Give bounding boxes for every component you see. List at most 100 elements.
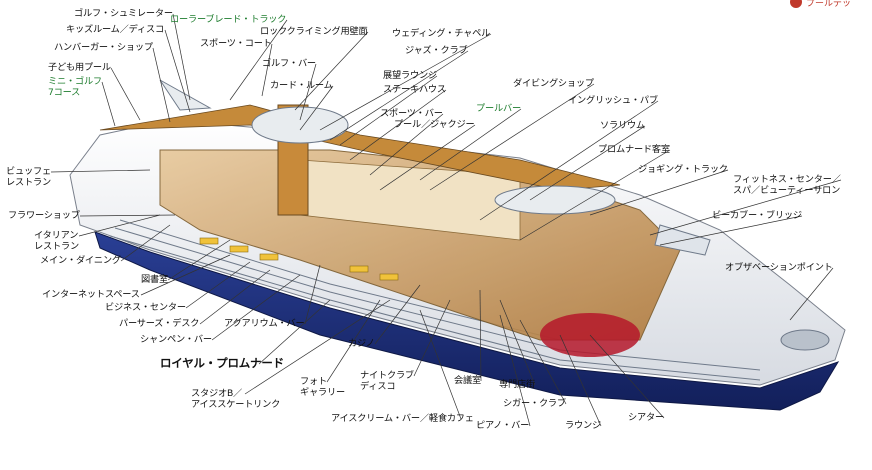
label-pursers-desk: パーサーズ・デスク (119, 318, 200, 329)
leader-jazz-club (329, 50, 469, 141)
leader-bee-cabin-bridge (659, 215, 803, 246)
label-lounge: ラウンジ (565, 420, 601, 431)
leader-nightclub (413, 299, 451, 377)
label-aquarium-bar: アクアリウム・バー (224, 318, 305, 329)
leader-sports-bar (369, 113, 444, 176)
leader-buffet (50, 169, 151, 173)
bridge (654, 224, 711, 256)
label-photo-gallery: フォト ギャラリー (300, 376, 345, 398)
label-champagne-bar: シャンペン・バー (140, 334, 212, 345)
label-english-pub: イングリッシュ・パブ (568, 95, 658, 106)
leader-sports-court (261, 43, 273, 97)
label-observation-point: オブザベーションポイント (725, 262, 833, 273)
leader-pool-jacuzzi (379, 124, 476, 191)
label-jazz-club: ジャズ・クラブ (405, 45, 468, 56)
label-jogging-track: ジョギング・トラック (638, 164, 728, 175)
leader-roller-blade (229, 19, 288, 101)
label-wedding-chapel: ウェディング・チャペル (392, 28, 491, 39)
leader-english-pub (479, 100, 659, 221)
leader-promenade-cabin (519, 149, 671, 241)
leader-kids-pool (110, 67, 141, 121)
leader-main-dining (120, 224, 171, 262)
label-specialty-shops: 専門店街 (499, 379, 535, 390)
label-sports-bar: スポーツ・バー (380, 108, 443, 119)
label-observation-lounge: 展望ラウンジ (383, 70, 437, 81)
leader-business-center (185, 261, 251, 309)
bow-helipad (780, 329, 830, 351)
label-royal-promenade: ロイヤル・プロムナード (160, 356, 284, 370)
label-theater: シアター (628, 412, 664, 423)
leader-flower-shop (79, 214, 176, 217)
leader-fitness-center (649, 179, 842, 236)
label-studio-b: スタジオB／ アイススケートリンク (191, 388, 281, 410)
leader-photo-gallery (326, 299, 381, 383)
leader-lounge (559, 334, 602, 427)
leader-solarium (529, 125, 646, 201)
label-steak-house: ステーキハウス (383, 84, 446, 95)
label-casino: カジノ (348, 338, 375, 349)
leader-casino (374, 284, 421, 345)
label-italian: イタリアン レストラン (34, 230, 79, 252)
leader-theater (589, 334, 665, 419)
leader-observation-lounge (339, 75, 438, 146)
label-kids-room: キッズルーム／ディスコ (66, 24, 164, 35)
label-bee-cabin-bridge: ビーカブー・ブリッジ (712, 210, 802, 221)
label-kids-pool: 子ども用プール (48, 62, 111, 73)
leader-conference-room (479, 289, 482, 382)
label-fitness-center: フィットネス・センター／ スパ／ビューティーサロン (733, 174, 841, 196)
leader-pursers-desk (199, 269, 271, 325)
leader-golf-bar (299, 63, 317, 121)
leader-burger-shop (152, 47, 171, 123)
leader-rock-climbing (294, 31, 369, 111)
leader-italian (78, 214, 161, 237)
label-cigar-club: シガー・クラブ (503, 398, 566, 409)
label-internet-space: インターネットスペース (42, 289, 140, 300)
label-roller-blade: ローラーブレード・トラック (170, 14, 287, 25)
leader-jogging-track (589, 169, 729, 216)
label-library: 図書室 (141, 274, 168, 285)
leader-card-room (299, 85, 334, 131)
leader-cigar-club (519, 319, 567, 405)
leader-golf-simulator (172, 13, 191, 101)
label-business-center: ビジネス・センター (105, 302, 186, 313)
corner-heading: プールデッ (806, 0, 852, 9)
label-piano-bar: ピアノ・バー (476, 420, 530, 431)
label-nightclub: ナイトクラブ ディスコ (360, 370, 414, 392)
observation-dome (251, 106, 349, 144)
solarium-dome (494, 185, 616, 215)
label-golf-simulator: ゴルフ・シュミレーター (74, 8, 173, 19)
leader-royal-promenade (258, 299, 331, 365)
label-mini-golf: ミニ・ゴルフ 7コース (48, 76, 102, 98)
label-solarium: ソラリウム (600, 120, 645, 131)
leader-steak-house (349, 89, 447, 161)
leader-library (167, 239, 231, 281)
label-ice-cream-bar: アイスクリーム・バー／軽食カフェ (331, 413, 474, 424)
label-buffet: ビュッフェ レストラン (6, 166, 51, 188)
label-burger-shop: ハンバーガー・ショップ (54, 42, 153, 53)
label-diving-shop: ダイビングショップ (513, 78, 594, 89)
leader-champagne-bar (211, 274, 301, 341)
leader-piano-bar (499, 314, 531, 427)
label-pool-jacuzzi: プール／ジャクジー (394, 119, 475, 130)
lifeboats (199, 237, 399, 281)
leader-ice-cream-bar (419, 309, 462, 420)
leader-aquarium-bar (304, 264, 321, 325)
leader-specialty-shops (499, 299, 536, 386)
leader-wedding-chapel (319, 33, 492, 131)
leader-pool-bar (419, 108, 522, 181)
label-main-dining: メイン・ダイニング (40, 255, 121, 266)
label-card-room: カード・ルーム (270, 80, 333, 91)
label-promenade-cabin: プロムナード客室 (598, 144, 670, 155)
hull-blue (94, 231, 840, 411)
label-sports-court: スポーツ・コート (200, 38, 272, 49)
label-pool-bar: プールバー (476, 103, 521, 114)
leader-diving-shop (429, 83, 595, 191)
label-golf-bar: ゴルフ・バー (262, 58, 316, 69)
leader-studio-b (244, 299, 391, 395)
label-flower-shop: フラワーショップ (8, 210, 80, 221)
label-rock-climbing: ロッククライミング用壁面 (260, 26, 368, 37)
leader-internet-space (140, 254, 231, 296)
leader-mini-golf (101, 81, 116, 127)
